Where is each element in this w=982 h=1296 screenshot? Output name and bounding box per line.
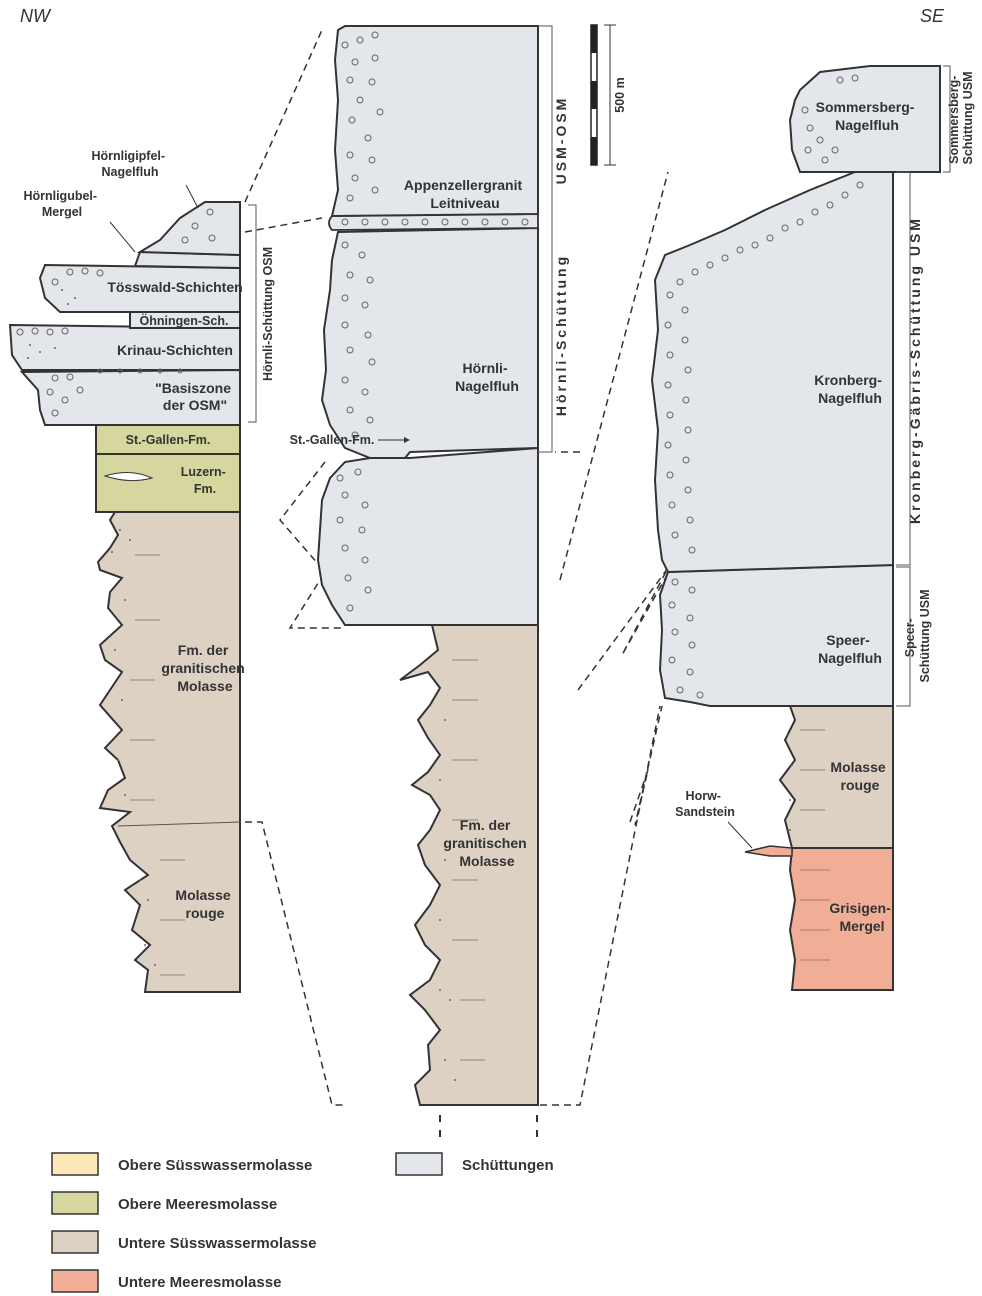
legend-swatch-3 [52, 1270, 98, 1292]
label-middle-bracket-lower: Hörnli-Schüttung [553, 254, 569, 416]
legend-label-0: Obere Süsswassermolasse [118, 1157, 312, 1174]
legend: Obere Süsswassermolasse Obere Meeresmola… [52, 1153, 554, 1292]
label-west-bracket: Hörnli-Schüttung OSM [261, 247, 275, 381]
west-luzern-unit [96, 454, 240, 512]
west-hoernligipfel-unit [140, 202, 240, 255]
legend-swatch-0 [52, 1153, 98, 1175]
label-middle-stgallen: St.-Gallen-Fm. [290, 433, 375, 447]
continuation-marks [440, 1115, 537, 1137]
legend-swatch-1 [52, 1192, 98, 1214]
label-east-bracket-kronberg: Kronberg-Gäbris-Schüttung USM [907, 216, 923, 524]
label-oehningen: Öhningen-Sch. [140, 313, 229, 328]
label-west-stgallen: St.-Gallen-Fm. [126, 433, 211, 447]
east-column [652, 66, 950, 990]
label-krinau: Krinau-Schichten [117, 342, 233, 358]
legend-label-2: Untere Süsswassermolasse [118, 1235, 316, 1252]
label-east-bracket-speer: Speer- Schüttung USM [903, 589, 932, 682]
label-east-bracket-sommersberg: Sommersberg- Schüttung USM [947, 71, 975, 164]
middle-hoernli-lower-unit [318, 448, 538, 625]
legend-label-4: Schüttungen [462, 1157, 554, 1174]
scale-label: 500 m [613, 77, 627, 112]
se-label: SE [920, 6, 945, 26]
middle-hoernli-upper-unit [322, 228, 538, 458]
label-hoernligipfel: Hörnligipfel- Nagelfluh [91, 149, 168, 179]
scale-bar: 500 m [591, 25, 627, 165]
label-middle-bracket-upper: USM-OSM [553, 96, 569, 185]
legend-label-3: Untere Meeresmolasse [118, 1274, 281, 1291]
legend-swatch-2 [52, 1231, 98, 1253]
nw-label: NW [20, 6, 52, 26]
label-hoernligubel: Hörnligubel- Mergel [23, 189, 100, 219]
label-basiszone: "Basiszone der OSM" [155, 380, 235, 413]
label-horw: Horw- Sandstein [675, 789, 735, 819]
legend-swatch-4 [396, 1153, 442, 1175]
label-toesswald: Tösswald-Schichten [107, 279, 242, 295]
legend-label-1: Obere Meeresmolasse [118, 1196, 277, 1213]
